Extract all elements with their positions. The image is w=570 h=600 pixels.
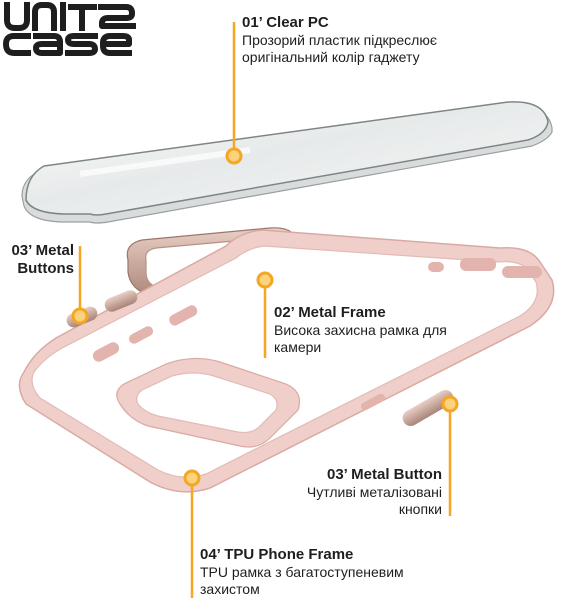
brand-logo <box>3 2 136 56</box>
label-metal-button-desc: Чутливі металізовані кнопки <box>306 484 442 517</box>
label-tpu-frame-title: 04’ TPU Phone Frame <box>200 546 354 563</box>
label-clear-pc: 01’ Clear PC Прозорий пластик підкреслює… <box>242 14 542 66</box>
label-metal-frame: 02’ Metal Frame Висока захисна рамка для… <box>274 304 474 356</box>
label-metal-button: 03’ Metal Button Чутливі металізовані кн… <box>290 466 442 518</box>
clear-pc-panel <box>21 101 553 224</box>
label-tpu-frame-desc: TPU рамка з багатоступеневим захистом <box>200 564 404 597</box>
label-metal-buttons: 03’ Metal Buttons <box>2 242 74 278</box>
tpu-phone-frame <box>18 229 555 493</box>
label-clear-pc-desc: Прозорий пластик підкреслює оригінальний… <box>242 32 437 65</box>
label-metal-frame-title: 02’ Metal Frame <box>274 304 386 321</box>
label-tpu-frame: 04’ TPU Phone Frame TPU рамка з багатост… <box>200 546 470 598</box>
label-metal-buttons-title: 03’ Metal Buttons <box>11 242 74 277</box>
label-metal-button-title: 03’ Metal Button <box>326 466 442 483</box>
leader-lines <box>71 22 459 598</box>
label-metal-frame-desc: Висока захисна рамка для камери <box>274 322 447 355</box>
right-metal-button <box>402 390 454 426</box>
label-clear-pc-title: 01’ Clear PC <box>242 14 329 31</box>
